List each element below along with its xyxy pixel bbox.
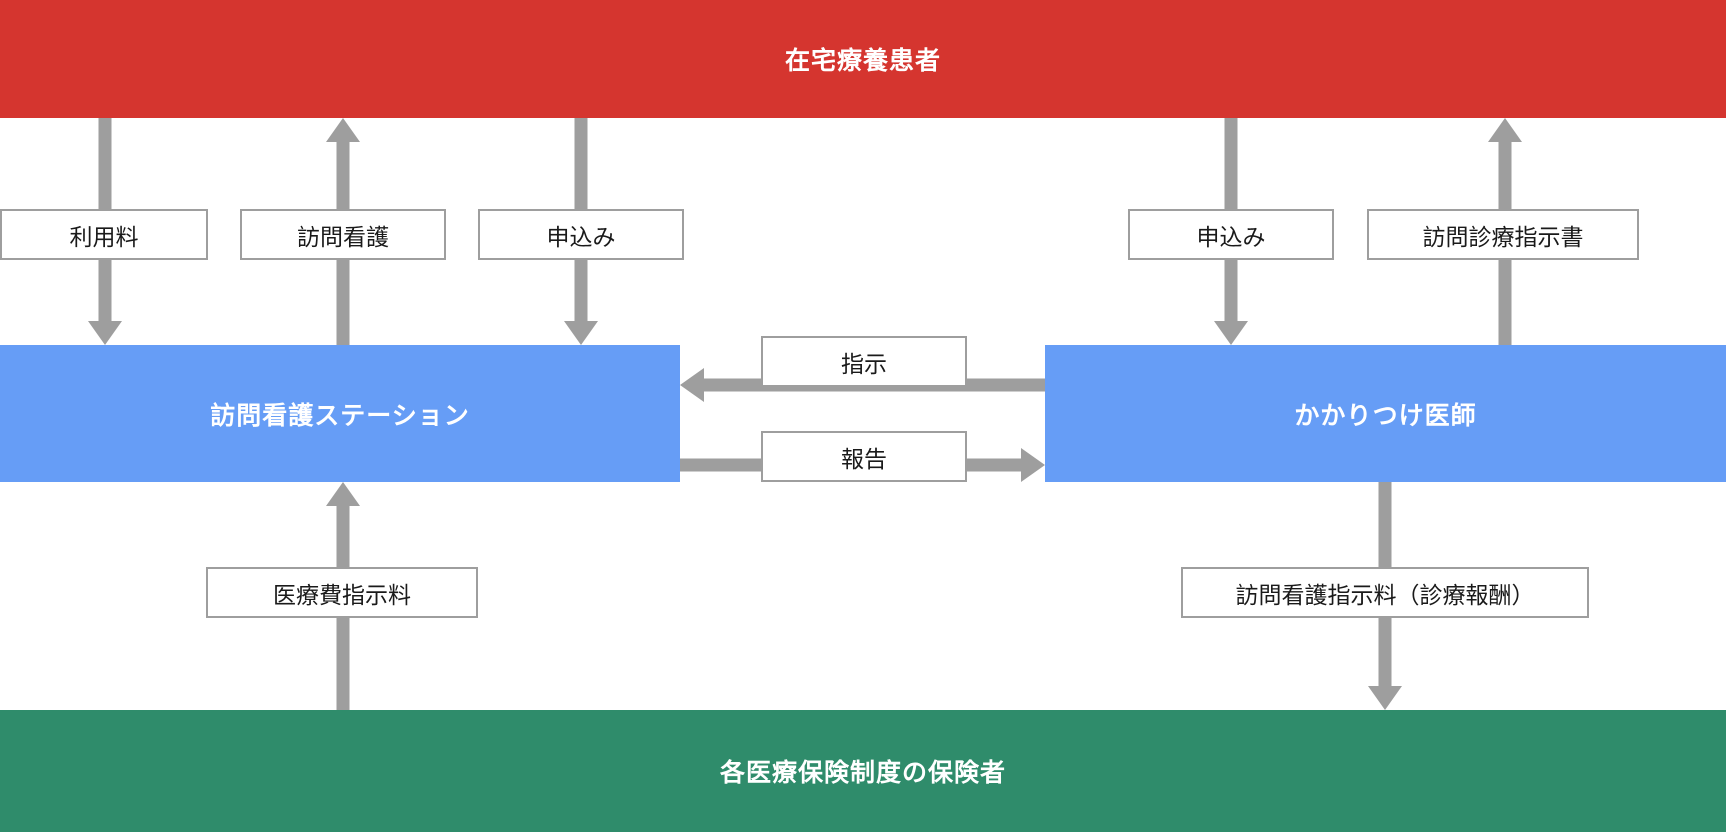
edge-label-visiting-nursing: 訪問看護 bbox=[240, 209, 446, 260]
edge-label-application-left-text: 申込み bbox=[546, 223, 616, 250]
edge-label-visiting-nursing-text: 訪問看護 bbox=[297, 223, 389, 250]
actor-label-patient: 在宅療養患者 bbox=[784, 47, 941, 75]
edge-label-home-care-order-text: 訪問診療指示書 bbox=[1422, 223, 1584, 250]
actor-band-family-doctor: かかりつけ医師 bbox=[1045, 345, 1726, 482]
edge-label-nursing-order-fee-text: 訪問看護指示料（診療報酬） bbox=[1235, 581, 1535, 608]
edge-label-instruction: 指示 bbox=[761, 336, 967, 387]
actor-label-insurer: 各医療保険制度の保険者 bbox=[719, 759, 1006, 787]
edge-label-nursing-order-fee: 訪問看護指示料（診療報酬） bbox=[1181, 567, 1589, 618]
edge-label-medical-fee-order: 医療費指示料 bbox=[206, 567, 478, 618]
edge-label-medical-fee-order-text: 医療費指示料 bbox=[273, 581, 411, 608]
actor-band-insurer: 各医療保険制度の保険者 bbox=[0, 710, 1726, 832]
actor-label-visiting-nursing-station: 訪問看護ステーション bbox=[210, 401, 470, 430]
edge-label-home-care-order: 訪問診療指示書 bbox=[1367, 209, 1639, 260]
edge-label-application-left: 申込み bbox=[478, 209, 684, 260]
edge-label-usage-fee-text: 利用料 bbox=[69, 223, 139, 250]
actor-label-family-doctor: かかりつけ医師 bbox=[1294, 401, 1477, 430]
edge-label-report: 報告 bbox=[761, 431, 967, 482]
edge-label-application-right-text: 申込み bbox=[1196, 223, 1266, 250]
actor-band-patient: 在宅療養患者 bbox=[0, 0, 1726, 118]
actor-band-visiting-nursing-station: 訪問看護ステーション bbox=[0, 345, 680, 482]
edge-label-application-right: 申込み bbox=[1128, 209, 1334, 260]
edge-label-usage-fee: 利用料 bbox=[0, 209, 208, 260]
edge-label-instruction-text: 指示 bbox=[841, 350, 887, 377]
edge-label-report-text: 報告 bbox=[841, 445, 887, 472]
